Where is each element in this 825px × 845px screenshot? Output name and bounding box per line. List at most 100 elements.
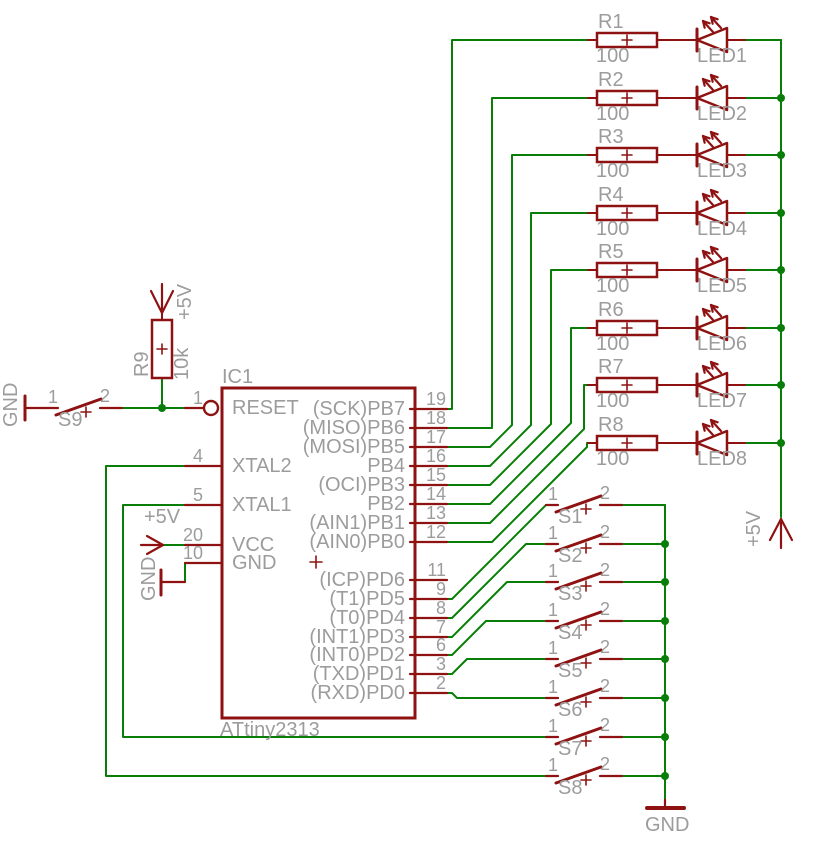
ic-pin-number: 14 xyxy=(426,484,446,504)
led-LED6 xyxy=(656,303,746,342)
switch-lever xyxy=(554,648,603,668)
led-name: LED4 xyxy=(697,218,747,240)
ic-attiny2313 xyxy=(183,386,449,720)
ic-pin-number: 3 xyxy=(436,654,446,674)
ic-pin-number: 5 xyxy=(193,485,203,505)
labels: R1100R2100R3100R4100R5100R6100R7100R8100… xyxy=(0,11,765,836)
net-wire xyxy=(446,658,547,675)
ic-pin-label: (AIN0)PB0 xyxy=(309,531,405,553)
led-emission-arrow xyxy=(701,192,715,207)
led-LED8 xyxy=(656,418,746,457)
net-wire xyxy=(446,504,547,600)
led-emission-arrow xyxy=(701,77,715,92)
pullup-resistor-r9 xyxy=(149,282,175,380)
led-emission-arrow xyxy=(701,364,715,379)
resistor-value: 100 xyxy=(596,45,629,67)
ic-pin-number: 7 xyxy=(436,617,446,637)
resistor-value: 10k xyxy=(171,347,193,380)
led-LED7 xyxy=(656,360,746,399)
junction-dot xyxy=(661,578,669,586)
ic-pin-number: 10 xyxy=(183,543,203,563)
ic-pin-number: 6 xyxy=(436,635,446,655)
led-emission-arrow xyxy=(709,73,714,83)
gnd-label: GND xyxy=(0,383,22,427)
resistor-name: R1 xyxy=(598,11,624,33)
net-wire xyxy=(446,97,589,429)
junction-dot xyxy=(661,655,669,663)
switch-pin2-number: 2 xyxy=(600,522,610,542)
switch-pin2-number: 2 xyxy=(600,637,610,657)
junction-dot xyxy=(777,94,785,102)
led-emission-arrow xyxy=(701,422,715,437)
ic-pin-number: 1 xyxy=(193,388,203,408)
net-wire xyxy=(446,581,547,638)
led-LED2 xyxy=(656,73,746,112)
switch-name: S3 xyxy=(558,583,582,605)
switch-pin1-number: 1 xyxy=(548,638,558,658)
switch-S6 xyxy=(544,687,624,708)
net-wire xyxy=(122,504,547,738)
switch-pin1-number: 1 xyxy=(548,677,558,697)
vcc-arrow xyxy=(145,543,165,556)
switch-pin2-number: 2 xyxy=(600,483,610,503)
led-name: LED6 xyxy=(697,333,747,355)
junction-dot xyxy=(777,209,785,217)
led-emission-arrow xyxy=(701,364,706,374)
net-wire xyxy=(446,154,589,448)
switch-pin1-number: 1 xyxy=(48,387,58,407)
net-wire xyxy=(446,543,547,619)
vcc-arrow xyxy=(160,289,175,315)
ic-pin-label: PB2 xyxy=(367,493,405,515)
switch-pin1-number: 1 xyxy=(548,561,558,581)
resistor-value: 100 xyxy=(596,160,629,182)
ic-body xyxy=(220,386,417,720)
resistor-name: R5 xyxy=(598,241,624,263)
ic-pin-label: (RXD)PD0 xyxy=(311,682,405,704)
resistor-name: R6 xyxy=(598,299,624,321)
led-emission-arrow xyxy=(709,245,723,260)
led-emission-arrow xyxy=(701,249,706,259)
led-emission-arrow xyxy=(701,134,715,149)
led-emission-arrow xyxy=(709,303,723,318)
led-emission-arrow xyxy=(701,307,706,317)
switch-S8 xyxy=(544,765,624,786)
switch-name: S7 xyxy=(558,738,582,760)
led-emission-arrow xyxy=(709,360,723,375)
led-name: LED1 xyxy=(697,45,747,67)
junction-dot xyxy=(158,404,166,412)
net-wire xyxy=(446,39,589,410)
led-name: LED5 xyxy=(697,275,747,297)
led-emission-arrow xyxy=(701,307,715,322)
switch-S1 xyxy=(544,494,624,515)
ic-pin-number: 15 xyxy=(426,465,446,485)
junction-dot xyxy=(777,151,785,159)
led-emission-arrow xyxy=(701,422,706,432)
ic-pin-number: 12 xyxy=(426,522,446,542)
ic-pin-label: (TXD)PD1 xyxy=(313,663,405,685)
switch-lever xyxy=(554,571,603,591)
gnd-label: GND xyxy=(645,814,689,836)
ic-pin-label: (INT0)PD2 xyxy=(309,644,405,666)
ic-pin-label: (T1)PD5 xyxy=(329,588,405,610)
switch-pin1-number: 1 xyxy=(548,600,558,620)
ic-part-name: ATtiny2313 xyxy=(220,719,320,741)
led-emission-arrow xyxy=(709,418,714,428)
led-emission-arrow xyxy=(709,418,723,433)
ic-pin-label: (INT1)PD3 xyxy=(309,626,405,648)
gnd-pin10 xyxy=(159,568,187,597)
led-LED4 xyxy=(656,188,746,227)
led-LED5 xyxy=(656,245,746,284)
ic-pin-label: (MISO)PB6 xyxy=(303,417,405,439)
ic-pin-label: (ICP)PD6 xyxy=(319,569,405,591)
vcc-label: +5V xyxy=(743,510,765,547)
resistor-value: 100 xyxy=(596,390,629,412)
led-emission-arrow xyxy=(709,15,723,30)
led-emission-arrow xyxy=(709,130,723,145)
switch-name: S9 xyxy=(58,409,82,431)
ic-pin-number: 17 xyxy=(426,427,446,447)
led-emission-arrow xyxy=(709,15,714,25)
switch-lever xyxy=(554,687,603,707)
switch-pin1-number: 1 xyxy=(548,484,558,504)
switch-S7 xyxy=(544,726,624,747)
